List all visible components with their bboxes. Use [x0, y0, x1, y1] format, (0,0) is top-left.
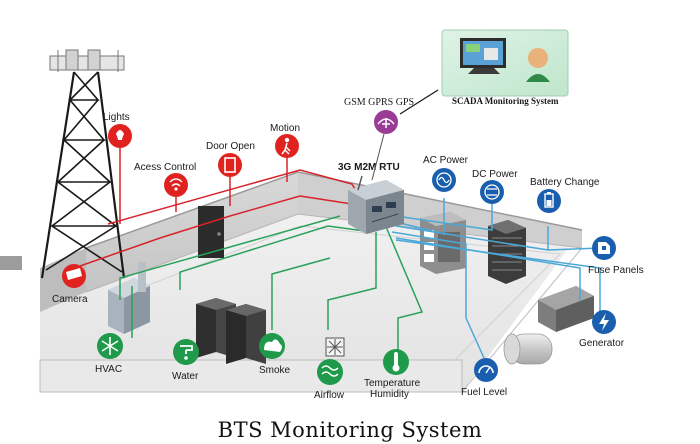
cloud-icon [264, 339, 282, 352]
door-icon [224, 157, 236, 173]
bulb-icon [116, 130, 124, 140]
sensor-water[interactable] [173, 339, 199, 365]
label-fuse-panels: Fuse Panels [588, 265, 644, 276]
sensor-motion[interactable] [275, 134, 299, 158]
sensor-access-control[interactable] [164, 173, 188, 197]
label-humidity: Humidity [370, 389, 409, 400]
sensor-battery-change[interactable] [537, 189, 561, 213]
sensor-generator[interactable] [592, 310, 616, 334]
label-temperature: Temperature [364, 378, 421, 389]
label-ac-power: AC Power [423, 155, 469, 166]
telecom-tower [40, 49, 126, 279]
operator-icon [528, 48, 548, 68]
satellite-icon [377, 118, 395, 128]
snowflake-icon [101, 337, 119, 355]
equipment-cabinets [196, 298, 266, 364]
fuel-tank [503, 333, 553, 365]
label-battery-change: Battery Change [530, 177, 600, 188]
outdoor-box [0, 256, 22, 270]
faucet-icon [180, 345, 193, 354]
label-door-open: Door Open [206, 141, 255, 152]
rtu-device[interactable] [348, 175, 404, 234]
thermometer-icon [394, 352, 398, 366]
comm-badge[interactable] [374, 110, 398, 134]
sensor-airflow[interactable] [317, 359, 343, 385]
diagram-title: BTS Monitoring System [218, 418, 483, 442]
label-generator: Generator [579, 338, 625, 349]
sensor-dc-power[interactable] [480, 180, 504, 204]
sensor-smoke[interactable] [259, 333, 285, 359]
hvac-unit [108, 262, 150, 334]
blue-wires [391, 198, 601, 359]
gauge-icon [478, 365, 494, 374]
sensor-lights[interactable] [108, 124, 132, 148]
scada-panel[interactable] [441, 29, 569, 97]
label-hvac: HVAC [95, 364, 122, 375]
sensor-camera[interactable] [62, 264, 86, 288]
walking-person-icon [284, 137, 290, 143]
scada-label: SCADA Monitoring System [452, 96, 559, 106]
lightning-icon [599, 313, 609, 331]
label-lights: Lights [103, 112, 130, 123]
building [0, 171, 594, 393]
sensor-door-open[interactable] [218, 153, 242, 177]
ac-wave-icon [436, 172, 452, 188]
dc-icon [484, 184, 500, 200]
label-fuel-level: Fuel Level [461, 387, 507, 398]
green-wires [119, 215, 424, 350]
sensor-fuse-panels[interactable] [592, 236, 616, 260]
label-dc-power: DC Power [472, 169, 518, 180]
label-water: Water [172, 371, 199, 382]
label-motion: Motion [270, 123, 300, 134]
generator-unit [538, 286, 594, 332]
power-racks [420, 212, 526, 284]
sensor-temperature-humidity[interactable] [383, 349, 409, 375]
airflow-fan [325, 337, 345, 357]
sensor-hvac[interactable] [97, 333, 123, 359]
sensor-fuel-level[interactable] [474, 358, 498, 382]
wind-icon [321, 365, 339, 377]
rtu-label: 3G M2M RTU [338, 162, 400, 173]
camera-icon [66, 268, 82, 280]
label-smoke: Smoke [259, 365, 291, 376]
label-camera: Camera [52, 294, 88, 305]
label-access-control: Acess Control [134, 162, 196, 173]
comm-label: GSM GPRS GPS [344, 97, 414, 108]
label-airflow: Airflow [314, 390, 345, 401]
sensor-ac-power[interactable] [432, 168, 456, 192]
rfid-icon [169, 178, 183, 187]
